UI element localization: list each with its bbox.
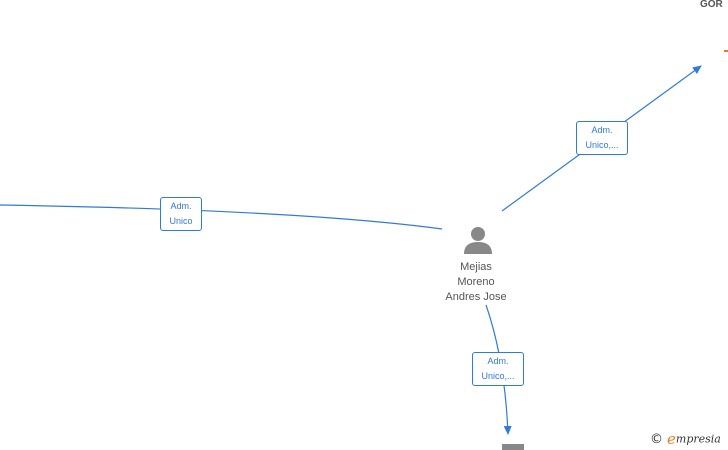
person-name-line1: Mejias	[460, 261, 492, 273]
person-name[interactable]: Mejias Moreno Andres Jose	[426, 260, 526, 305]
edge-label-top-right-line2: Unico,...	[585, 140, 619, 150]
edge-label-bottom-line2: Unico,...	[481, 371, 515, 381]
edge-label-bottom-line1: Adm.	[487, 356, 509, 366]
edge-label-left-line1: Adm.	[170, 201, 192, 211]
edge-label-top-right[interactable]: Adm. Unico,...	[576, 121, 628, 155]
edge-left-line	[0, 204, 443, 230]
building-icon[interactable]	[502, 444, 524, 450]
edge-label-bottom[interactable]: Adm. Unico,...	[472, 352, 524, 386]
brand-name: mpresia	[675, 432, 721, 446]
edge-label-left[interactable]: Adm. Unico	[160, 197, 202, 231]
person-icon[interactable]	[462, 225, 494, 255]
person-name-line3: Andres Jose	[445, 291, 507, 303]
top-right-node-label[interactable]: GOR	[700, 0, 723, 10]
copyright-icon: ©	[650, 431, 663, 447]
edge-label-left-line2: Unico	[169, 216, 193, 226]
person-name-line2: Moreno	[457, 276, 495, 288]
empresia-watermark: ©empresia	[650, 430, 721, 448]
brand-initial: e	[667, 430, 676, 448]
edge-label-top-right-line1: Adm.	[591, 125, 613, 135]
top-right-node-marker	[724, 50, 728, 52]
